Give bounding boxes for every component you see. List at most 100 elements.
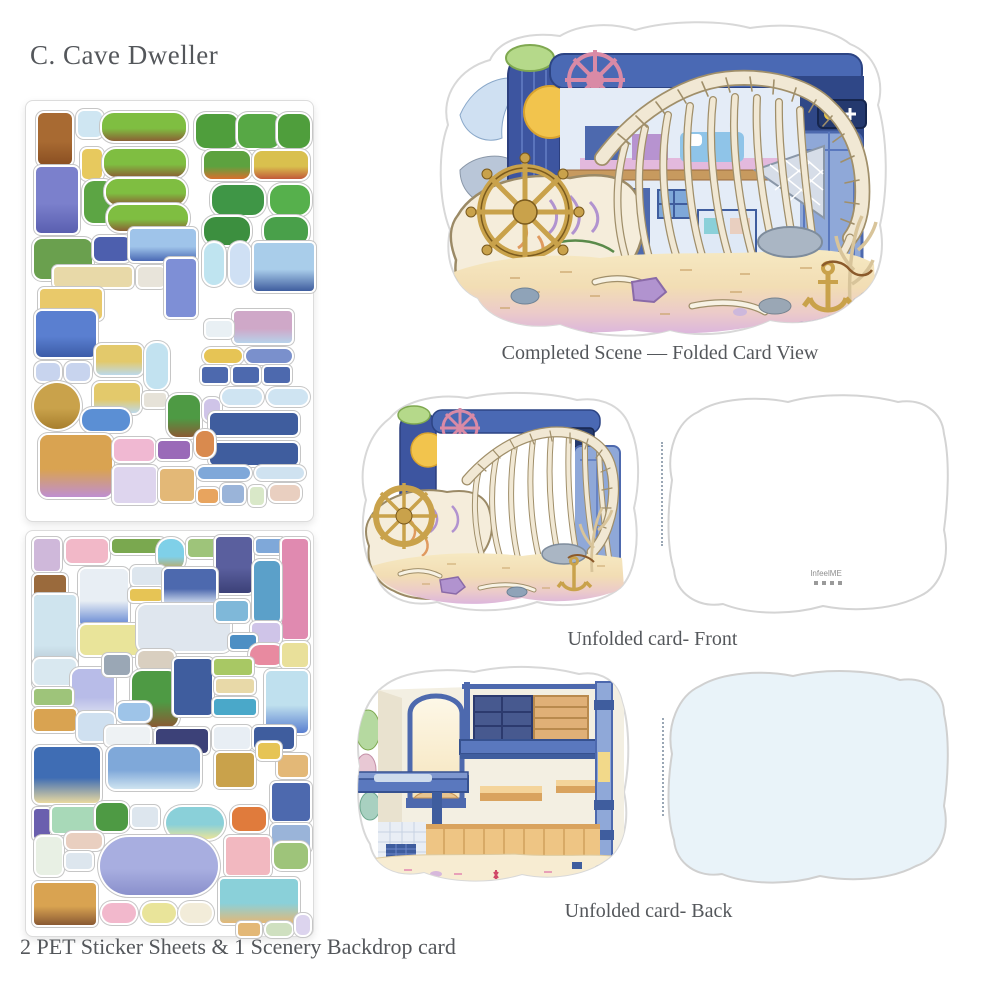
sticker-canned-food [78, 111, 102, 137]
sticker-towel-rack [94, 237, 130, 261]
sticker-potted-tree [168, 395, 200, 437]
sticker-orange-cushion [232, 807, 266, 831]
sticker-leafy-cluster-2 [264, 217, 308, 245]
folded-card-scene [430, 20, 890, 338]
sticker-flower-bead-chain [246, 349, 292, 363]
sticker-spray-basket [252, 623, 280, 643]
sticker-jar-small [250, 487, 264, 505]
sticker-sink-vanity [34, 659, 76, 685]
coral-branch [834, 215, 878, 305]
sticker-printer-box [66, 853, 92, 869]
blank-front-card: InfeelME [658, 390, 952, 622]
bottom-caption: 2 PET Sticker Sheets & 1 Scenery Backdro… [20, 934, 456, 959]
sticker-bed [40, 435, 112, 497]
starfish [493, 870, 499, 879]
sticker-toilet [72, 669, 114, 721]
sticker-mini-drawer [238, 923, 260, 936]
sticker-ice-tray [132, 567, 164, 585]
sticker-bottle-crate [206, 321, 232, 337]
sticker-earring-hooks [258, 743, 280, 759]
sticker-spice-jars [214, 659, 252, 675]
sticker-table-lamp [196, 431, 214, 457]
sticker-flower-plant-3 [278, 114, 310, 148]
sticker-sheet-1 [25, 100, 314, 522]
sticker-window-photo [222, 485, 244, 503]
sticker-broccoli-pair [212, 185, 264, 215]
sticker-washing-machine [80, 569, 128, 627]
seaweed-blob [505, 44, 555, 72]
sticker-slipper-pair-1 [36, 363, 60, 381]
seaweed-blob [397, 405, 431, 425]
sticker-fruit-plate [266, 923, 292, 936]
sticker-yellow-bead-chain [204, 349, 242, 363]
unfolded-front-scene [352, 388, 664, 624]
pebble [733, 308, 747, 316]
sticker-sheet-2 [25, 530, 314, 937]
folded-card-illustration [439, 21, 887, 337]
purple-rock [630, 276, 668, 304]
caption-front: Unfolded card- Front [567, 628, 738, 650]
sticker-flower-plant-1 [196, 114, 238, 148]
sticker-leafy-cluster-1 [204, 217, 250, 245]
sticker-gas-hob [278, 755, 308, 777]
sticker-corner-bench [220, 879, 298, 923]
sticker-blue-plank [198, 467, 250, 479]
rock-mound [757, 226, 823, 258]
sticker-wall-unit-3 [264, 367, 290, 383]
sticker-purple-door-piece [34, 809, 50, 839]
sticker-fence-rail-1 [210, 413, 298, 435]
sticker-towel-pile [216, 601, 248, 621]
sticker-toiletry-bottles [34, 539, 60, 571]
sticker-letter-paper [114, 467, 156, 503]
sticker-bathtub [108, 747, 200, 789]
gray-rock-1 [510, 287, 540, 305]
sticker-green-cup-shelf [34, 689, 72, 705]
sticker-wheat-planter [254, 151, 308, 179]
sticker-blue-iso-table [36, 311, 96, 357]
sticker-slippers [118, 703, 150, 721]
coral-branch [578, 507, 614, 573]
sticker-bun-plate [270, 485, 300, 501]
sticker-white-microwave [106, 727, 150, 745]
sticker-flower-vase [36, 837, 62, 875]
blank-front-outline [667, 394, 949, 614]
sticker-fish-tank-capsule-1 [204, 243, 224, 285]
sticker-tall-fish-tank [146, 343, 168, 389]
blank-back-outline [667, 670, 949, 884]
sticker-grass-platform-3 [106, 179, 186, 205]
sticker-photo-cards [144, 393, 166, 407]
caption-folded: Completed Scene — Folded Card View [501, 342, 819, 364]
sticker-pink-round-rug [250, 645, 284, 665]
sticker-pink-ladder [282, 539, 308, 639]
sticker-wall-unit-1 [202, 367, 228, 383]
sticker-window-small [130, 229, 196, 261]
sand-floor [372, 552, 624, 604]
sticker-oval-mirror [158, 539, 184, 571]
sticker-carrot-planter [204, 151, 250, 179]
sticker-tall-plant-stand [254, 561, 280, 623]
sticker-ship-wheel [34, 383, 80, 429]
gold-ship-wheel [371, 483, 437, 549]
sticker-toothbrush-set [130, 589, 162, 601]
sticker-bowl-set [138, 651, 174, 669]
sticker-pink-wall-shelf [234, 311, 292, 343]
bones-in-sand [397, 568, 537, 593]
sticker-whale [82, 409, 130, 431]
sticker-mini-bookshelf [160, 469, 194, 501]
sticker-gold-microwave-2 [94, 383, 140, 413]
sticker-gold-shower-set [216, 753, 254, 787]
sticker-mini-fridge [266, 671, 308, 733]
sticker-capsule-towel-1 [222, 389, 262, 405]
sticker-grass-platform-4 [108, 205, 188, 231]
front-card-illustration [361, 391, 640, 612]
sticker-fish-tank-capsule-2 [230, 243, 250, 285]
sticker-purple-cabinet [36, 167, 78, 233]
sticker-canned-stack [82, 149, 102, 179]
sticker-green-storage-box [188, 539, 220, 557]
sticker-cat-bowl-set [66, 833, 102, 849]
spine [461, 426, 620, 558]
sticker-hammock-net [138, 605, 230, 651]
anchor [802, 260, 874, 313]
sticker-snack-shelf [34, 709, 76, 731]
sticker-faucet-piece [104, 655, 130, 675]
